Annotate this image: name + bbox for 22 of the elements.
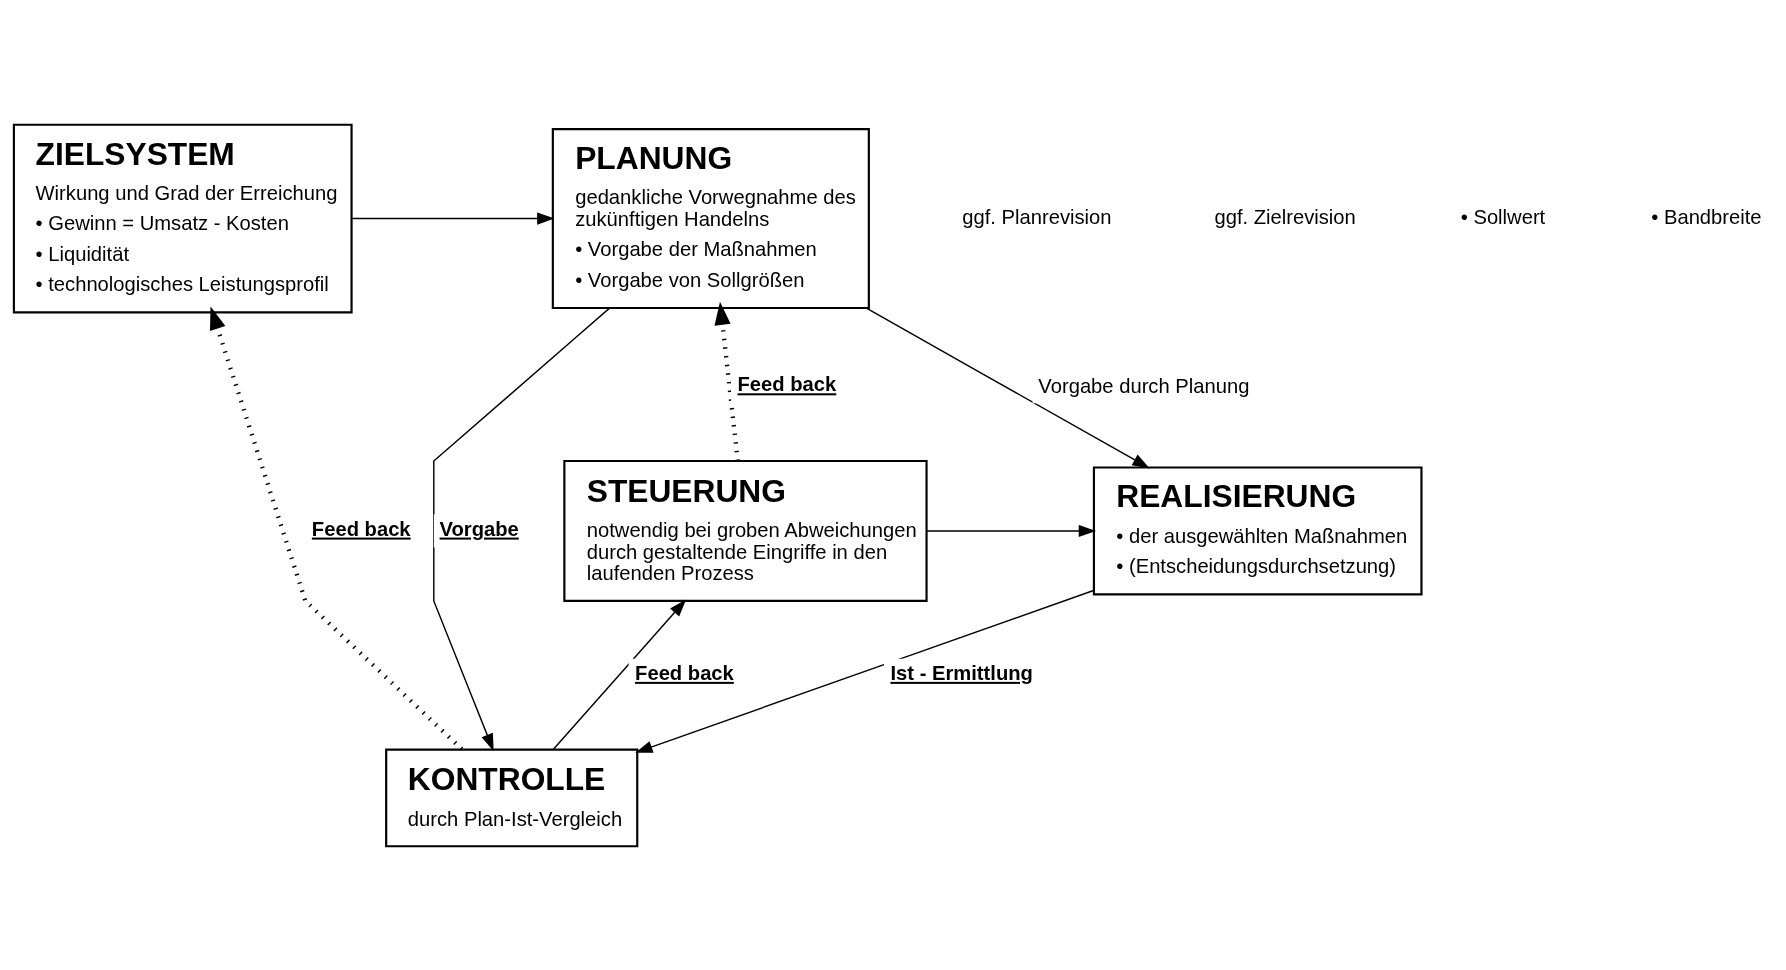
node-box: ZIELSYSTEM Wirkung und Grad der Erreichung • Gewinn = Umsatz - Kosten • Liquidität • technologisches Leistungsprofil: [12, 123, 353, 313]
edge-label: Feed back: [737, 372, 837, 395]
node-box: PLANUNG gedankliche Vorwegnahme des zukünftigen Handelns • Vorgabe der Maßnahmen • Vorgabe von Sollgrößen: [551, 127, 870, 309]
arrow: [209, 305, 464, 751]
arrow: [714, 301, 740, 461]
edge-label: Ist - Ermittlung: [890, 661, 1033, 684]
node-box: KONTROLLE durch Plan-Ist-Vergleich: [385, 747, 639, 847]
arrow: [552, 598, 687, 750]
node-box: REALISIERUNG • der ausgewählten Maßnahmen • (Entscheidungsdurchsetzung): [1092, 465, 1423, 596]
arrow: [865, 306, 1150, 468]
label: ggf. Zielrevision: [1214, 205, 1356, 228]
arrow: [635, 589, 1095, 753]
arrow: [926, 524, 1097, 537]
edge-label: Vorgabe durch Planung: [1038, 374, 1250, 397]
label: ggf. Planrevision: [962, 205, 1112, 228]
edge-label: Feed back: [311, 517, 411, 540]
edge-label: Vorgabe: [439, 517, 519, 540]
label: • Bandbreite: [1651, 205, 1762, 228]
edge-label: Feed back: [635, 661, 734, 684]
node-box: STEUERUNG notwendig bei groben Abweichungen durch gestaltende Eingriffe in den laufenden Prozess: [563, 459, 928, 602]
label: • Sollwert: [1460, 205, 1546, 228]
arrow: [350, 212, 555, 225]
